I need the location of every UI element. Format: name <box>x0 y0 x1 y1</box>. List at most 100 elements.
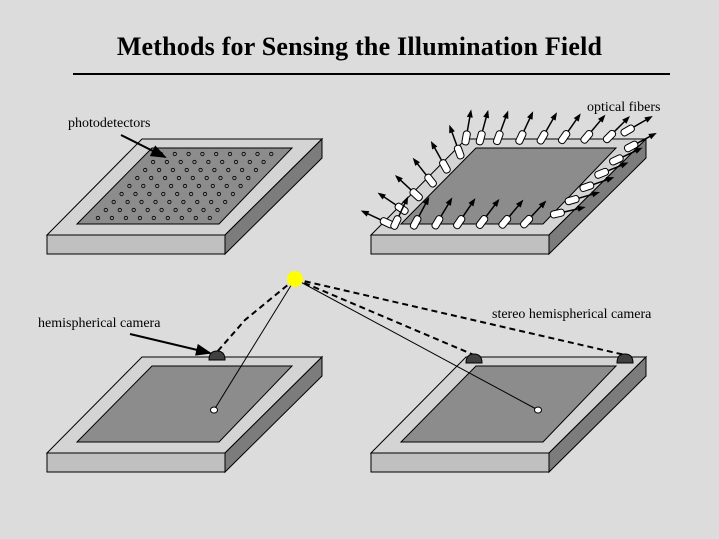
photodetector <box>190 175 195 181</box>
photodetector <box>151 215 156 221</box>
optical-fiber <box>390 196 409 230</box>
sensor-area <box>399 147 618 225</box>
fiber-body <box>602 129 617 144</box>
photodetector <box>226 167 231 173</box>
photodetector <box>247 159 252 165</box>
photodetector <box>123 215 129 221</box>
sun-icon <box>287 271 303 287</box>
photodetector <box>181 199 186 205</box>
photodetector <box>137 215 142 221</box>
arrowhead <box>648 132 657 140</box>
photodetector <box>200 151 205 157</box>
photodetector <box>163 175 168 181</box>
optical-fiber <box>620 116 653 137</box>
photodetector <box>198 167 203 173</box>
fiber-body <box>492 130 504 146</box>
arrowhead <box>483 109 490 119</box>
photodetector <box>170 167 175 173</box>
arrowhead <box>573 113 581 122</box>
photodetector <box>157 167 162 173</box>
arrowhead <box>466 109 473 118</box>
arrowhead <box>502 110 509 119</box>
optical-fiber <box>549 205 586 219</box>
plate-side <box>548 137 647 256</box>
photodetector <box>149 175 154 181</box>
photodetector <box>161 191 166 197</box>
arrowhead <box>577 205 586 212</box>
photodetector <box>246 175 251 181</box>
optical-fiber <box>519 200 547 229</box>
arrowhead <box>597 114 606 123</box>
arrowhead <box>422 196 430 206</box>
photodetector <box>227 151 233 157</box>
plate-side <box>548 355 647 474</box>
arrowhead <box>515 199 524 208</box>
optical-fiber <box>594 162 629 179</box>
optical-fiber <box>564 191 601 206</box>
photodetector <box>201 207 206 213</box>
sun-ray-right <box>294 278 539 411</box>
arrowhead <box>538 200 547 209</box>
arrowhead <box>634 147 643 154</box>
optical-fiber <box>453 198 476 230</box>
photodetector <box>173 207 178 213</box>
optical-fiber <box>430 141 451 174</box>
arrowhead <box>430 141 438 150</box>
photodetector <box>95 215 101 221</box>
plate-side <box>224 137 323 256</box>
arrowhead <box>622 116 630 124</box>
arrowhead <box>605 177 615 183</box>
arrowhead <box>591 191 601 198</box>
photodetector <box>210 183 215 189</box>
fiber-body <box>439 159 451 174</box>
fiber-body <box>549 208 565 219</box>
fiber-body <box>623 140 639 153</box>
optical-fiber <box>475 109 490 146</box>
photodetector <box>178 159 183 165</box>
plate-front <box>370 234 550 255</box>
photodetector <box>131 207 136 213</box>
photodetector <box>238 183 243 189</box>
photodetector <box>125 199 130 205</box>
target-point-right <box>534 406 542 414</box>
photodetector <box>207 215 212 221</box>
arrowhead <box>394 174 403 183</box>
arrowhead <box>377 192 386 200</box>
photodetector <box>179 215 184 221</box>
photodetector <box>269 151 274 157</box>
optical-fiber <box>475 198 500 229</box>
photodetector <box>147 191 152 197</box>
photodetector <box>167 199 172 205</box>
photodetector <box>164 159 169 165</box>
photodetector <box>223 199 228 205</box>
arrowhead <box>412 157 421 166</box>
arrowhead <box>527 111 534 120</box>
camera-sightline-left <box>216 278 296 353</box>
photodetector <box>255 151 260 157</box>
stereo-camera-plate <box>369 355 648 474</box>
stereo-camera-label: stereo hemispherical camera <box>492 307 652 322</box>
photodetector <box>151 159 156 165</box>
photodetector <box>209 199 214 205</box>
optical-fiber <box>449 124 465 160</box>
optical-fiber <box>623 132 657 153</box>
photodetector <box>109 215 115 221</box>
arrowhead <box>445 197 453 206</box>
photodetector <box>261 159 266 165</box>
photodetector <box>202 191 208 197</box>
photodetector <box>187 207 192 213</box>
photodetector <box>165 215 170 221</box>
optical-fiber <box>515 111 534 145</box>
fiber-body <box>424 173 437 188</box>
camera-plate <box>45 355 324 474</box>
optical-fiber <box>602 116 630 144</box>
optical-fiber <box>412 157 437 188</box>
photodetector <box>193 215 198 221</box>
sensor-area <box>399 365 618 443</box>
photodetector-array <box>95 151 274 221</box>
stereo-camera-1-icon <box>465 353 483 364</box>
optical-fiber-array <box>360 109 657 230</box>
hemispherical-camera-label: hemispherical camera <box>38 316 161 331</box>
